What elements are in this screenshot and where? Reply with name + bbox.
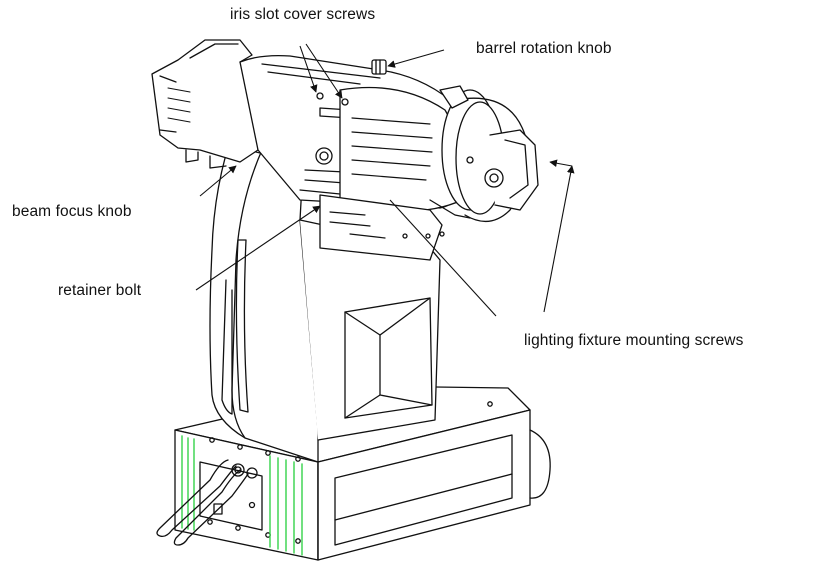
callout-leaders [195,43,575,317]
leader-barrel-knob [387,49,445,68]
connector-panel [199,461,263,531]
leader-mounting-right [543,165,575,313]
label-beam-focus-knob: beam focus knob [12,203,132,220]
leader-mounting-left [389,199,497,317]
base-green-accent [181,435,303,556]
label-retainer-bolt: retainer bolt [58,282,142,299]
leader-beam-focus [199,165,237,197]
leader-iris-left [299,45,318,93]
leader-retainer-bolt [195,205,321,291]
leader-iris-right [305,43,343,99]
label-iris-slot-cover-screws: iris slot cover screws [230,6,376,23]
label-barrel-rotation-knob: barrel rotation knob [476,40,612,57]
label-lighting-fixture-mounting-screws: lighting fixture mounting screws [524,332,744,349]
fixture-head [151,39,539,261]
leader-mounting-arrowhead [549,159,573,168]
power-cables [156,459,249,546]
